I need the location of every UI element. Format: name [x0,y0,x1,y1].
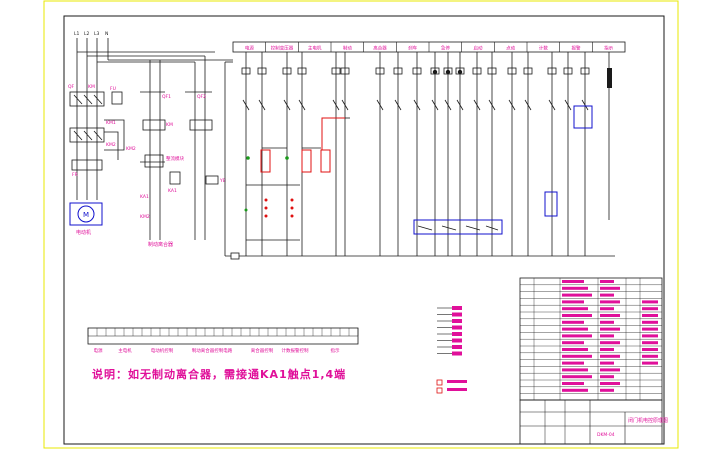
svg-text:KA1: KA1 [168,188,177,194]
top-bar-label: 计数 [539,45,548,52]
phase-label: L1 [74,31,80,37]
svg-text:YB: YB [219,178,226,184]
svg-text:KM: KM [166,122,173,128]
svg-text:FR: FR [72,172,78,178]
power-lines [76,38,233,200]
phase-label: L3 [94,31,100,37]
lower-label-bar: 电源 主电机 电动机控制 制动离合器控制电路 离合器控制 计数报警控制 指示 [87,327,359,354]
lower-bar-label: 电动机控制 [151,347,174,354]
lower-bar-label: 制动离合器控制电路 [192,347,233,354]
title-block: 闭门机电控原理图 DKM-04 [519,399,668,445]
page-border [43,0,679,449]
svg-text:QF: QF [68,84,75,90]
relay-coils [260,117,345,173]
control-branches [241,52,590,256]
top-bar-label: 离合器 [373,45,387,52]
clutch-caption: 制动离合器 [148,241,173,248]
svg-text:QF2: QF2 [197,94,206,100]
top-bar-label: 控制变压器 [271,45,294,52]
lower-bar-label: 指示 [331,347,340,354]
lower-bar-label: 主电机 [118,347,132,354]
top-bar-label: 主电机 [308,45,322,52]
svg-text:KM: KM [88,84,95,90]
top-label-bar: 电源 控制变压器 主电机 制动 离合器 刹车 急停 启动 点动 计数 报警 指示 [232,41,626,53]
lower-bar-label: 离合器控制 [251,347,274,354]
phase-label: L2 [84,31,90,37]
svg-text:整流模块: 整流模块 [166,155,184,162]
control-contacts [244,156,294,218]
svg-text:KM1: KM1 [106,120,116,126]
motor-caption: 电动机 [76,229,91,236]
top-bar-label: 启动 [474,45,483,52]
top-bar-label: 电源 [245,45,254,52]
svg-text:FU: FU [110,86,116,92]
top-bar-label: 急停 [441,45,450,52]
svg-text:KM2: KM2 [106,142,116,148]
top-bar-label: 刹车 [408,45,417,52]
clutch-circuit [140,56,219,240]
symbol-legend [436,306,467,394]
main-contactor [69,91,125,171]
lower-bar-label: 计数报警控制 [282,347,309,354]
top-bar-label: 报警 [572,45,581,52]
right-fuse [607,52,612,220]
phase-label: N [105,31,108,37]
top-bar-label: 指示 [604,45,613,52]
top-bar-label: 点动 [506,45,515,52]
svg-text:KM2: KM2 [140,214,150,220]
lower-bar-label: 电源 [94,347,103,354]
drawing-number: DKM-04 [597,432,615,438]
drawing-frame [63,15,665,445]
common-rail [224,61,615,260]
note-text: 说明：如无制动离合器，需接通KA1触点1,4端 [92,368,347,381]
svg-text:QF1: QF1 [162,94,171,100]
svg-text:KM2: KM2 [126,146,136,152]
limit-switch-group [413,105,593,235]
motor-symbol: M [69,202,103,226]
top-bar-label: 制动 [343,45,352,52]
svg-text:KA1: KA1 [140,194,149,200]
motor-symbol-letter: M [83,211,89,219]
component-table [519,277,663,401]
drawing-title: 闭门机电控原理图 [628,417,668,424]
